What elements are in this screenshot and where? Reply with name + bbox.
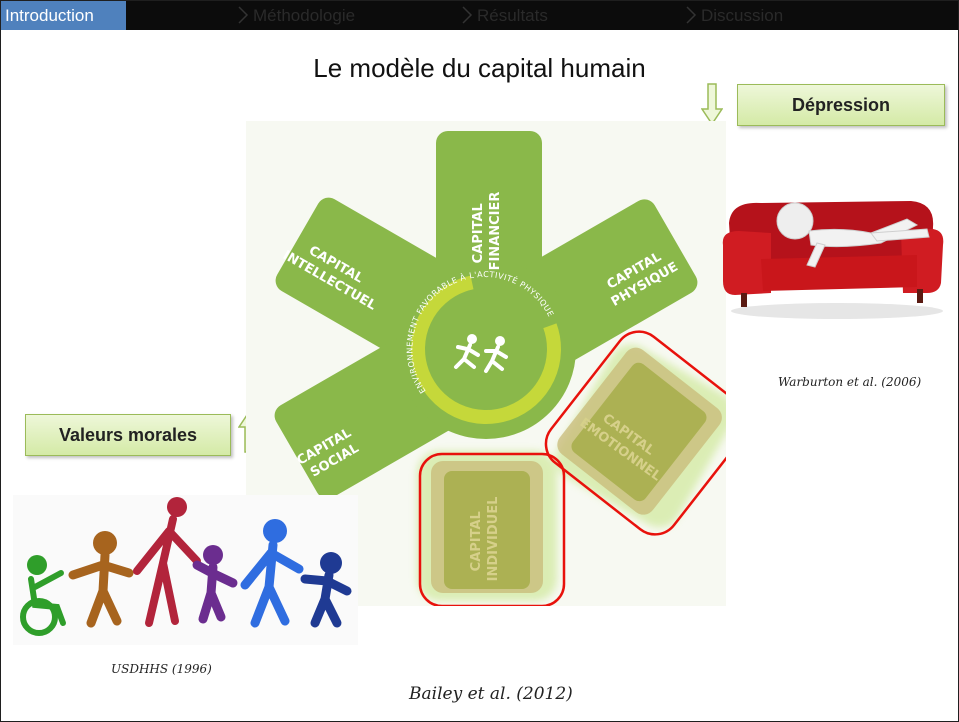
arrow-down-icon <box>701 83 723 125</box>
sofa-figure-illustration <box>722 201 944 319</box>
chevron-right-icon <box>686 6 697 24</box>
label-financier-1: CAPITAL <box>471 203 486 263</box>
capital-diagram: ENVIRONNEMENT FAVORABLE À L'ACTIVITÉ PHY… <box>246 121 726 606</box>
nav-item-discussion[interactable]: Discussion <box>701 6 784 25</box>
label-individuel-2: INDIVIDUEL <box>486 497 501 582</box>
environment-ring <box>411 274 561 424</box>
nav-item-resultats[interactable]: Résultats <box>477 6 548 25</box>
label-financier-2: FINANCIER <box>488 192 503 271</box>
citation-warburton: Warburton et al. (2006) <box>778 375 922 389</box>
nav-item-methodologie[interactable]: Méthodologie <box>253 6 356 25</box>
section-navbar: Introduction Méthodologie Résultats Disc… <box>1 1 958 30</box>
svg-text:CAPITAL INDIVIDUEL: CAPITAL INDIVIDUEL <box>469 497 501 582</box>
citation-usdhhs: USDHHS (1996) <box>111 662 212 676</box>
valeurs-morales-box: Valeurs morales <box>25 414 231 456</box>
highlight-individuel <box>418 452 566 606</box>
chevron-right-icon <box>462 6 473 24</box>
nav-item-introduction[interactable]: Introduction <box>1 1 126 30</box>
chevron-right-icon <box>238 6 249 24</box>
depression-box: Dépression <box>737 84 945 126</box>
citation-bailey: Bailey et al. (2012) <box>409 684 573 704</box>
slide-title: Le modèle du capital humain <box>313 53 646 83</box>
running-people-icon <box>454 334 508 373</box>
svg-text:CAPITAL FINANCIER: CAPITAL FINANCIER <box>471 192 503 271</box>
highlight-emotionnel <box>544 330 726 536</box>
family-figures-illustration <box>13 495 358 645</box>
label-individuel-1: CAPITAL <box>469 511 484 571</box>
